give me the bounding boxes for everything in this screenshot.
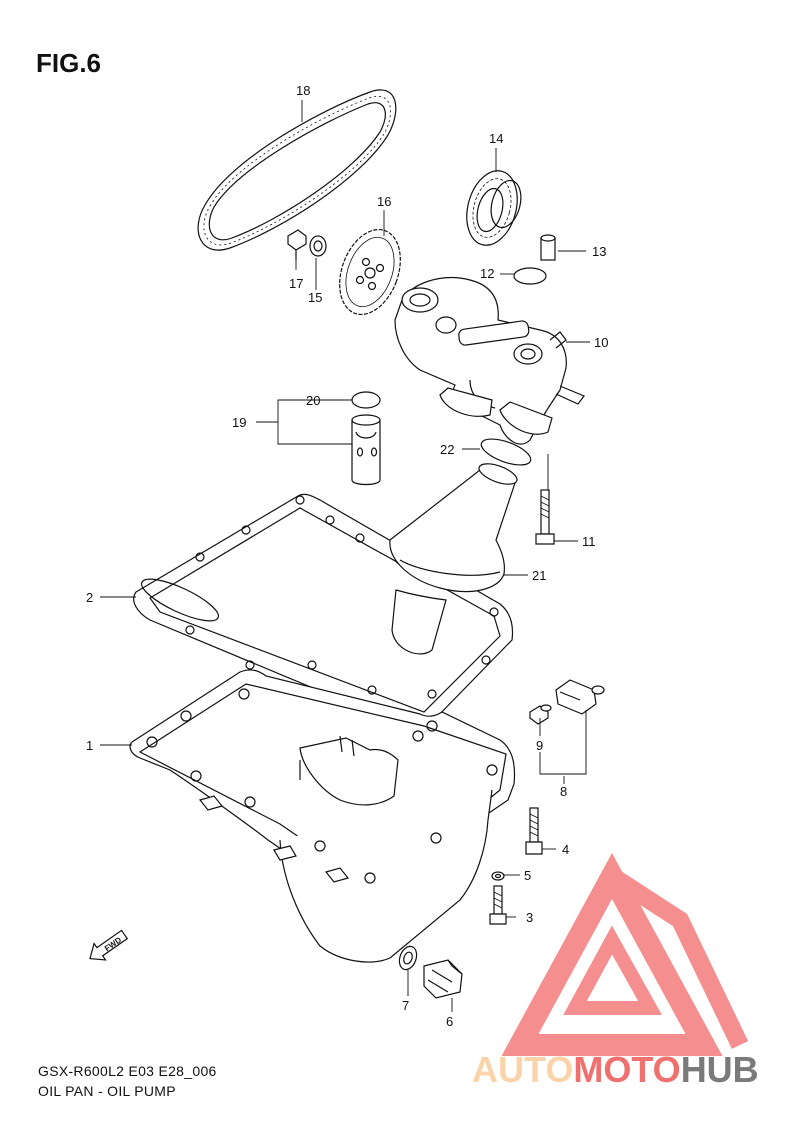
callout-12: 12 [480, 266, 494, 281]
figure-title: FIG.6 [36, 48, 102, 78]
sprocket-washer [309, 235, 327, 257]
washer-5 [491, 871, 505, 881]
pump-bolt-11 [535, 489, 555, 545]
figure-description: OIL PAN - OIL PUMP [38, 1083, 176, 1099]
callout-9: 9 [536, 738, 543, 753]
callout-5: 5 [524, 868, 531, 883]
oil-pan-bolt-3 [489, 885, 507, 925]
callout-19: 19 [232, 415, 246, 430]
callout-17: 17 [289, 276, 303, 291]
oil-pan [129, 669, 516, 963]
sprocket-bolt [287, 229, 307, 260]
callout-11: 11 [582, 534, 596, 549]
oil-pressure-switch [555, 679, 605, 715]
callout-4: 4 [562, 842, 569, 857]
callout-7: 7 [402, 998, 409, 1013]
callout-14: 14 [489, 131, 503, 146]
oil-strainer [389, 463, 518, 655]
callout-22: 22 [440, 442, 454, 457]
callout-16: 16 [377, 194, 391, 209]
dowel-pin [540, 234, 556, 261]
callout-3: 3 [526, 910, 533, 925]
watermark-logo [501, 852, 749, 1056]
o-ring-20 [351, 391, 381, 409]
switch-screw [529, 704, 552, 725]
callout-2: 2 [86, 590, 93, 605]
drive-sprocket [339, 228, 401, 316]
oil-pump-drive-chain [197, 89, 397, 251]
callout-10: 10 [594, 335, 608, 350]
callout-13: 13 [592, 244, 606, 259]
part-callouts: 18 14 16 13 12 17 15 10 20 19 22 11 21 2… [86, 83, 608, 1029]
model-code: GSX-R600L2 E03 E28_006 [38, 1063, 217, 1079]
o-ring-22 [480, 438, 532, 466]
oil-pipe-19 [351, 414, 381, 486]
forward-direction-icon: FWD [89, 929, 129, 961]
o-ring-12 [513, 267, 547, 285]
callout-6: 6 [446, 1014, 453, 1029]
callout-1: 1 [86, 738, 93, 753]
oil-pan-bolt-4 [525, 807, 543, 855]
callout-8: 8 [560, 784, 567, 799]
driven-sprocket-upper [466, 170, 522, 246]
callout-15: 15 [308, 290, 322, 305]
drain-plug [423, 959, 463, 999]
leader-lines [100, 100, 590, 1012]
callout-20: 20 [306, 393, 320, 408]
callout-18: 18 [296, 83, 310, 98]
drain-plug-gasket [398, 945, 418, 971]
oil-pump-assembly [394, 276, 585, 445]
watermark-text: AUTOMOTOHUB [472, 1049, 759, 1090]
callout-21: 21 [532, 568, 546, 583]
